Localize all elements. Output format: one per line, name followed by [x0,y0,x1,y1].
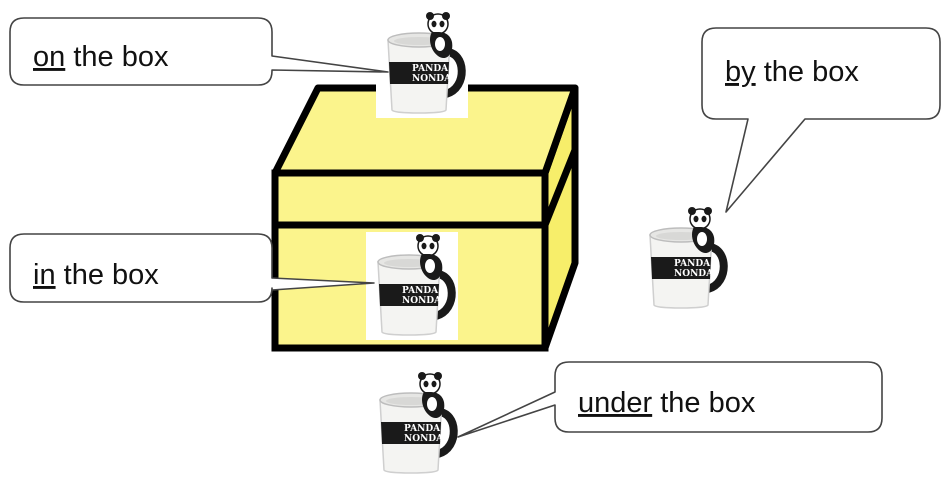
callout-under-rest: the box [652,387,756,419]
mug-label-line1: PANDA [412,64,449,74]
callout-under: under the box [457,361,883,438]
mug-under-box: PANDA NONDA [368,370,460,477]
mug-by-box: PANDA NONDA [638,205,730,313]
mug-label-line2: NONDA [404,434,444,444]
callout-in-rest: the box [56,259,160,291]
callout-on-keyword: on [33,41,65,73]
mug-in-box: PANDA NONDA [366,232,458,340]
mug-label-line2: NONDA [402,296,442,306]
callout-in-keyword: in [33,259,56,291]
callout-by-keyword: by [725,56,756,88]
mug-label-line1: PANDA [404,424,441,434]
callout-on-rest: the box [65,41,169,73]
callout-on: on the box [9,17,389,86]
mug-label-line2: NONDA [674,269,714,279]
mug-label-line1: PANDA [674,259,711,269]
callout-under-text: under the box [578,387,756,419]
callout-on-text: on the box [33,41,169,73]
mug-on-box: PANDA NONDA [376,10,468,118]
callout-under-keyword: under [578,387,653,419]
box-lid-front [271,169,549,229]
mug-label-line1: PANDA [402,286,439,296]
callout-in: in the box [9,233,375,303]
callout-by-text: by the box [725,56,859,88]
callout-by-rest: the box [756,56,860,88]
callout-in-text: in the box [33,259,159,291]
mug-label-line2: NONDA [412,74,452,84]
callout-by: by the box [701,27,941,213]
